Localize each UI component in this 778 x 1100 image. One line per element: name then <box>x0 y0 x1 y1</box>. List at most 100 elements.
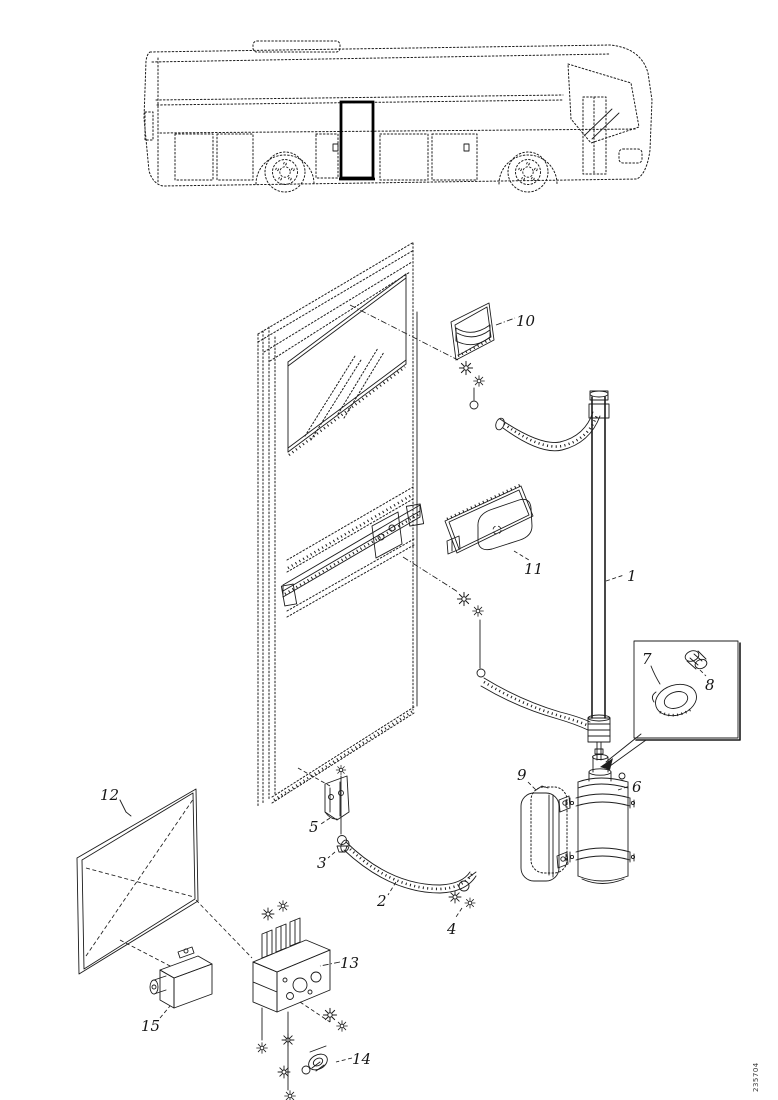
door-location-highlight <box>339 100 375 180</box>
upper-arm <box>495 411 601 452</box>
luggage-panel <box>431 133 478 181</box>
callout-4: 4 <box>446 920 457 938</box>
lower-arm <box>480 677 591 731</box>
lower-linkage <box>297 764 477 918</box>
upper-linkage <box>349 302 625 761</box>
door-assembly <box>257 241 425 807</box>
fastener-icon <box>277 900 289 912</box>
door-drive-rail <box>282 504 421 598</box>
callout-3: 3 <box>317 854 327 872</box>
callout-1: 1 <box>627 567 637 585</box>
part-12-access-panel <box>76 788 253 975</box>
fastener-icon <box>448 890 462 904</box>
luggage-panel <box>315 133 339 179</box>
part-5-bracket <box>324 764 350 835</box>
callouts: 1 2 3 4 5 6 7 8 9 10 11 12 13 14 15 <box>100 312 715 1068</box>
leader-11 <box>513 550 530 561</box>
rail-end-bracket <box>405 503 425 527</box>
wiper-lines <box>584 108 620 140</box>
part-9-air-tank <box>520 781 571 882</box>
leader-10 <box>495 317 516 326</box>
callout-6: 6 <box>632 778 642 796</box>
callout-7: 7 <box>642 650 652 668</box>
leader-12 <box>119 799 132 817</box>
leader-5 <box>320 817 331 825</box>
luggage-panel <box>379 133 429 181</box>
callout-14: 14 <box>352 1050 371 1068</box>
belt-line <box>155 94 564 106</box>
luggage-panel <box>174 133 214 181</box>
ball-stud <box>476 668 486 678</box>
callout-2: 2 <box>376 892 387 910</box>
callout-13: 13 <box>340 954 359 972</box>
callout-9: 9 <box>517 766 527 784</box>
fastener-icon <box>284 1090 296 1100</box>
roof-hatch <box>252 40 341 53</box>
fastener-icon <box>456 591 472 607</box>
part-6-door-cylinder <box>565 754 636 884</box>
fastener-icon <box>458 360 474 376</box>
front-wheel-icon <box>507 151 549 193</box>
bus-body-outline <box>143 44 653 187</box>
callout-15: 15 <box>141 1017 160 1035</box>
inset-pointer-arrow <box>600 733 647 770</box>
part-10-bracket <box>450 302 495 361</box>
ball-stud <box>469 400 479 410</box>
leader-2 <box>387 881 397 896</box>
fastener-icon <box>473 375 485 387</box>
door-mid-rail <box>280 486 425 607</box>
fastener-icon <box>261 907 275 921</box>
leader-7 <box>650 665 661 685</box>
door-window <box>287 273 407 457</box>
fastener-icon <box>335 764 347 776</box>
handle-recess <box>477 498 533 551</box>
part-14-fitting <box>301 1045 353 1075</box>
air-port <box>618 772 626 780</box>
door-frame-left <box>257 326 276 807</box>
fastener-icon <box>277 1065 291 1079</box>
headlight <box>618 148 643 164</box>
rod-clamp <box>588 403 610 419</box>
leader-panel-to-13 <box>195 899 253 959</box>
operating-rod-part-1 <box>587 390 611 761</box>
handle-mark <box>332 143 339 152</box>
leader-3 <box>327 851 336 859</box>
inset-border <box>633 640 739 739</box>
callout-11: 11 <box>524 560 543 578</box>
leader-15 <box>159 1005 171 1019</box>
fastener-icon <box>256 1042 268 1054</box>
windshield <box>567 63 640 144</box>
panel-cross-lines <box>85 797 195 957</box>
fastener-icon <box>322 1007 338 1023</box>
callout-8: 8 <box>705 676 715 694</box>
callout-5: 5 <box>309 818 319 836</box>
fastener-icon <box>464 897 476 909</box>
callout-10: 10 <box>516 312 536 330</box>
inset-detail-box <box>600 640 741 770</box>
callout-12: 12 <box>100 786 119 804</box>
leader-14 <box>335 1057 353 1063</box>
mid-linkage <box>402 556 591 731</box>
roller-carriage <box>371 511 403 559</box>
part-15-solenoid <box>149 946 213 1019</box>
part-2-curved-arm <box>340 839 477 894</box>
fastener-icon <box>336 1020 348 1032</box>
rail-end-bracket <box>280 583 298 607</box>
leader-panel-to-15 <box>119 939 173 968</box>
wheel-arch <box>498 154 558 185</box>
fastener-icon <box>472 605 484 617</box>
part-7-seal-ring <box>651 683 697 717</box>
leader-6 <box>617 785 631 791</box>
wheel-arch <box>255 154 315 185</box>
part-8-plug <box>684 650 708 670</box>
rear-wheel-icon <box>264 151 306 193</box>
part-13-valve-block <box>252 900 348 1100</box>
part-4-end-fitting <box>448 871 477 909</box>
bus-overview <box>143 40 653 193</box>
leader-8 <box>699 669 707 677</box>
luggage-panel <box>216 133 254 181</box>
handle-mark <box>463 143 470 152</box>
door-frame-top <box>257 241 415 362</box>
